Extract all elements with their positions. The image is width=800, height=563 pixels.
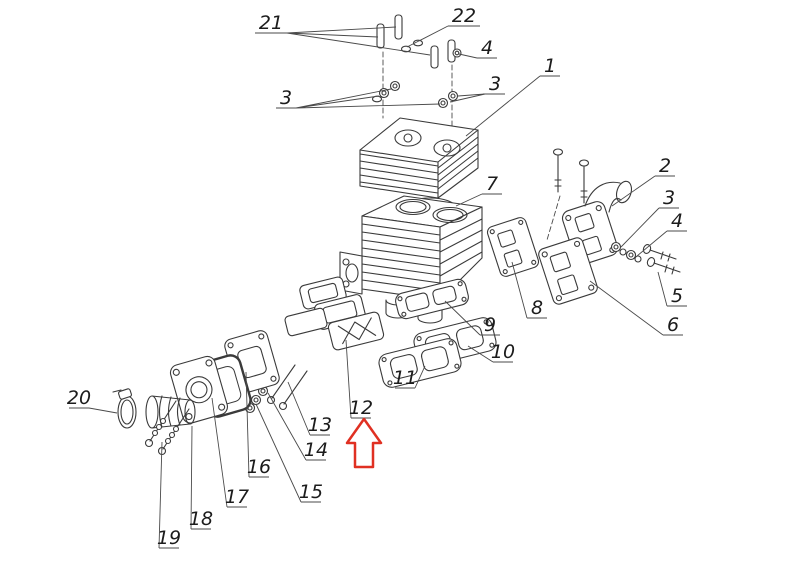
- leader-3b: [449, 93, 505, 103]
- part-label-3-mid: 3: [663, 187, 675, 209]
- part-label-15: 15: [299, 481, 323, 503]
- leader-7: [455, 193, 502, 207]
- part-label-14: 14: [304, 439, 328, 461]
- leader-lines: [69, 25, 687, 549]
- part-label-4-top: 4: [481, 37, 493, 59]
- part-label-20: 20: [67, 387, 91, 409]
- manifold-side-bolts: [642, 244, 681, 275]
- cylinder-block: [339, 195, 483, 324]
- leader-12: [345, 339, 371, 419]
- part-label-13: 13: [308, 414, 332, 436]
- leader-6: [589, 280, 683, 336]
- head-washer-4: [452, 48, 462, 58]
- highlight-arrow-up: [345, 417, 383, 469]
- part-label-22: 22: [452, 5, 476, 27]
- leader-14: [267, 392, 326, 461]
- part-label-8: 8: [531, 297, 543, 319]
- part-label-21: 21: [259, 12, 283, 34]
- part-label-5: 5: [671, 285, 683, 307]
- leader-17: [211, 397, 247, 508]
- manifold-gasket: [486, 217, 540, 277]
- leader-2: [611, 175, 675, 207]
- base-gasket-11: [378, 338, 462, 388]
- part-label-17: 17: [225, 486, 249, 508]
- manifold-flange: [538, 237, 598, 305]
- leader-1: [465, 75, 560, 137]
- leader-15: [255, 403, 321, 503]
- part-label-9: 9: [484, 314, 496, 336]
- part-label-16: 16: [247, 456, 271, 478]
- leader-5: [657, 271, 687, 307]
- base-gasket-9: [395, 278, 469, 320]
- leader-8: [511, 261, 547, 319]
- part-label-3-left: 3: [280, 87, 292, 109]
- part-label-1: 1: [544, 55, 556, 77]
- leader-19: [158, 441, 179, 549]
- part-label-2: 2: [659, 155, 671, 177]
- leader-22: [406, 25, 480, 48]
- part-label-12: 12: [349, 397, 373, 419]
- leader-10: [467, 345, 513, 363]
- manifold-washers: [610, 241, 642, 263]
- reed-valve-assembly: [284, 276, 385, 351]
- hose-clamp: [112, 388, 137, 429]
- manifold-bolts-top: [552, 148, 590, 204]
- part-label-19: 19: [157, 527, 181, 549]
- part-label-7: 7: [486, 173, 498, 195]
- leader-9: [444, 300, 500, 336]
- leader-13: [287, 381, 330, 436]
- cylinder-head: [359, 117, 479, 199]
- leader-3c: [620, 207, 679, 248]
- leader-3a: [276, 88, 441, 109]
- leader-20: [69, 407, 118, 414]
- leader-16: [245, 371, 269, 478]
- head-nuts: [378, 80, 459, 109]
- part-label-18: 18: [189, 508, 213, 530]
- part-label-3-right: 3: [489, 73, 501, 95]
- leader-18: [190, 425, 211, 530]
- part-label-4-right: 4: [671, 210, 683, 232]
- rubber-sleeve: [145, 395, 196, 429]
- leader-4a: [458, 53, 497, 59]
- diagram-drawing: [112, 14, 681, 456]
- part-label-6: 6: [667, 314, 679, 336]
- part-label-11: 11: [393, 367, 417, 389]
- leader-4b: [636, 230, 687, 257]
- leader-21: [255, 26, 431, 56]
- leader-11: [395, 365, 426, 389]
- part-label-10: 10: [491, 341, 515, 363]
